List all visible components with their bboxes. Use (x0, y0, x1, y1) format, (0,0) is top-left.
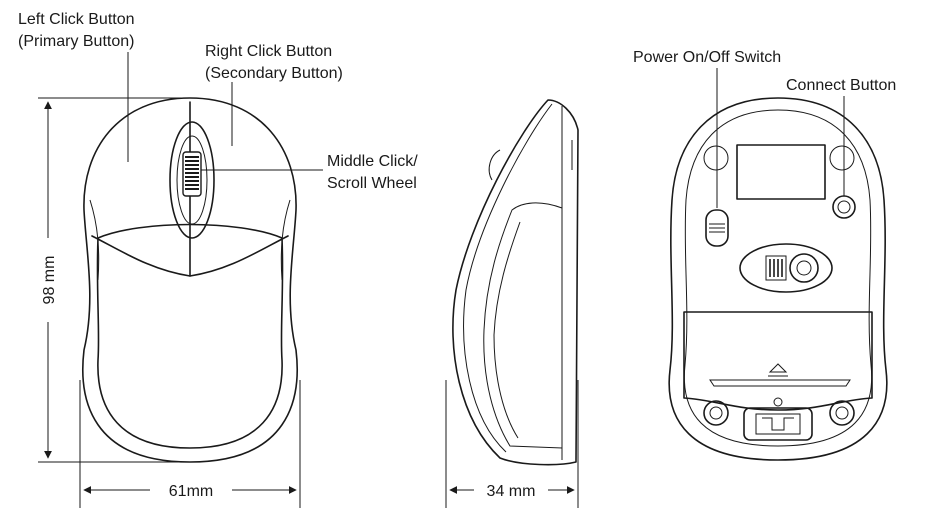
bottom-view-outline (668, 97, 888, 461)
left-click-label: Left Click Button (Primary Button) (18, 11, 139, 50)
scroll-wheel-icon (182, 151, 202, 197)
battery-door[interactable] (683, 311, 873, 411)
right-click-label: Right Click Button (Secondary Button) (205, 43, 343, 82)
top-view (82, 97, 298, 463)
scroll-well-inner (176, 135, 208, 225)
receiver-release-dot (773, 397, 783, 407)
bottom-view-inner-outline (683, 109, 873, 447)
connect-button-label: Connect Button (786, 77, 896, 94)
left-grip-line (89, 199, 100, 281)
sensor-lens-icon (789, 253, 819, 283)
foot-right-inner (835, 406, 849, 420)
top-view-palm-inset (96, 223, 284, 449)
foot-left-inner (709, 406, 723, 420)
side-view-grip (483, 202, 563, 449)
power-switch-label: Power On/Off Switch (633, 49, 781, 66)
side-view-wheel-bump (488, 149, 501, 181)
middle-click-label: Middle Click/ Scroll Wheel (327, 153, 422, 192)
bottom-view (668, 97, 888, 461)
right-grip-line (280, 199, 291, 281)
foot-right (829, 400, 855, 426)
sensor-grille-icon (769, 259, 783, 277)
length-label: 98 mm (41, 256, 58, 305)
height-dimension: 34 mm (445, 380, 579, 508)
battery-door-slot (709, 379, 851, 387)
sensor-oval (739, 243, 833, 293)
side-view (452, 99, 579, 466)
width-dimension: 61mm (79, 380, 301, 508)
sensor-lens-inner (796, 260, 812, 276)
top-view-outline (82, 97, 298, 463)
receiver-slot (743, 407, 813, 441)
length-dimension: 98 mm (38, 97, 186, 463)
screw-top-left (703, 145, 729, 171)
label-plate (736, 144, 826, 200)
battery-door-arrow-icon (768, 363, 788, 373)
sensor-lens-housing (765, 255, 787, 281)
screw-top-right (829, 145, 855, 171)
side-view-grip-inner (493, 221, 521, 439)
height-label: 34 mm (487, 483, 536, 500)
connect-button-inner (837, 200, 851, 214)
foot-left (703, 400, 729, 426)
connect-button[interactable] (832, 195, 856, 219)
receiver-icon (755, 413, 801, 435)
scroll-well (169, 121, 215, 239)
power-switch[interactable] (705, 209, 729, 247)
receiver-pins-icon (762, 417, 794, 431)
side-view-outline (452, 99, 579, 466)
side-view-inner-1 (463, 103, 553, 453)
width-label: 61mm (169, 483, 213, 500)
